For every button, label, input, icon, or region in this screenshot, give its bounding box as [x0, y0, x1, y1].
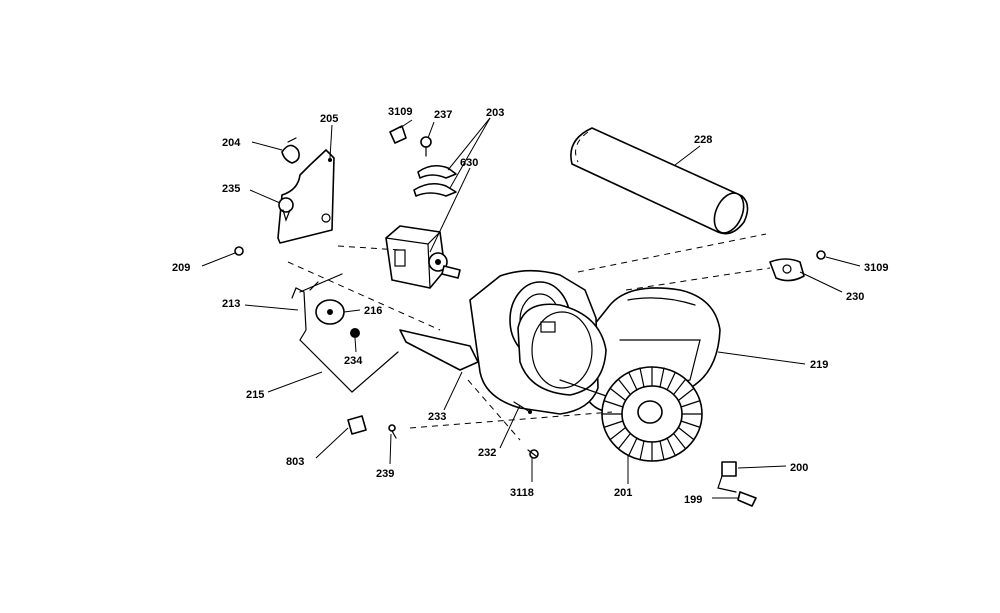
callout-labels: 204 205 235 209 3109 237 203 630 228 310…: [172, 106, 888, 506]
callout-235: 235: [222, 183, 240, 195]
front-bulkhead-housing: [469, 269, 613, 415]
callout-199: 199: [684, 494, 702, 506]
part-235-screw: [278, 197, 294, 222]
assembly-dashed-lines: [287, 233, 771, 441]
callout-630: 630: [460, 157, 478, 169]
callout-237: 237: [434, 109, 452, 121]
callout-3118: 3118: [510, 487, 534, 499]
callout-203: 203: [486, 107, 504, 119]
callout-232: 232: [478, 447, 496, 459]
part-3109-right-ring: [816, 250, 826, 260]
part-237-screw: [420, 136, 432, 157]
part-228-duct: [570, 127, 749, 235]
part-215-spring: [299, 339, 399, 393]
callout-219: 219: [810, 359, 828, 371]
part-630-motor-switch: [385, 225, 461, 289]
part-209-ring: [234, 246, 244, 256]
part-234-nut: [350, 328, 360, 338]
callout-204: 204: [222, 137, 241, 149]
callout-200: 200: [790, 462, 808, 474]
callout-239: 239: [376, 468, 394, 480]
callout-228: 228: [694, 134, 712, 146]
part-230-thermostat: [769, 258, 805, 282]
callout-803: 803: [286, 456, 304, 468]
part-239-screw: [388, 424, 397, 439]
part-803-clip: [347, 415, 367, 435]
part-203-clamps: [413, 164, 457, 197]
part-213-idler-bracket: [291, 273, 343, 341]
part-3118-screw: [527, 449, 539, 459]
callout-233: 233: [428, 411, 446, 423]
part-199-screw: [737, 491, 757, 507]
part-205-mounting-plate: [277, 149, 335, 244]
part-232-screw: [513, 401, 532, 414]
part-200-bracket: [717, 461, 737, 493]
callout-3109-top: 3109: [388, 106, 412, 118]
leader-lines: [201, 117, 861, 499]
callout-234: 234: [344, 355, 363, 367]
callout-201: 201: [614, 487, 632, 499]
part-216-pulley: [315, 299, 345, 325]
part-3109-top-clip: [389, 125, 407, 144]
part-233-bracket: [399, 329, 479, 371]
part-204-clip: [281, 137, 300, 164]
callout-230: 230: [846, 291, 864, 303]
callout-216: 216: [364, 305, 382, 317]
callout-3109-right: 3109: [864, 262, 888, 274]
callout-205: 205: [320, 113, 338, 125]
callout-209: 209: [172, 262, 190, 274]
part-201-blower-wheel: [601, 366, 703, 462]
callout-215: 215: [246, 389, 264, 401]
callout-213: 213: [222, 298, 240, 310]
